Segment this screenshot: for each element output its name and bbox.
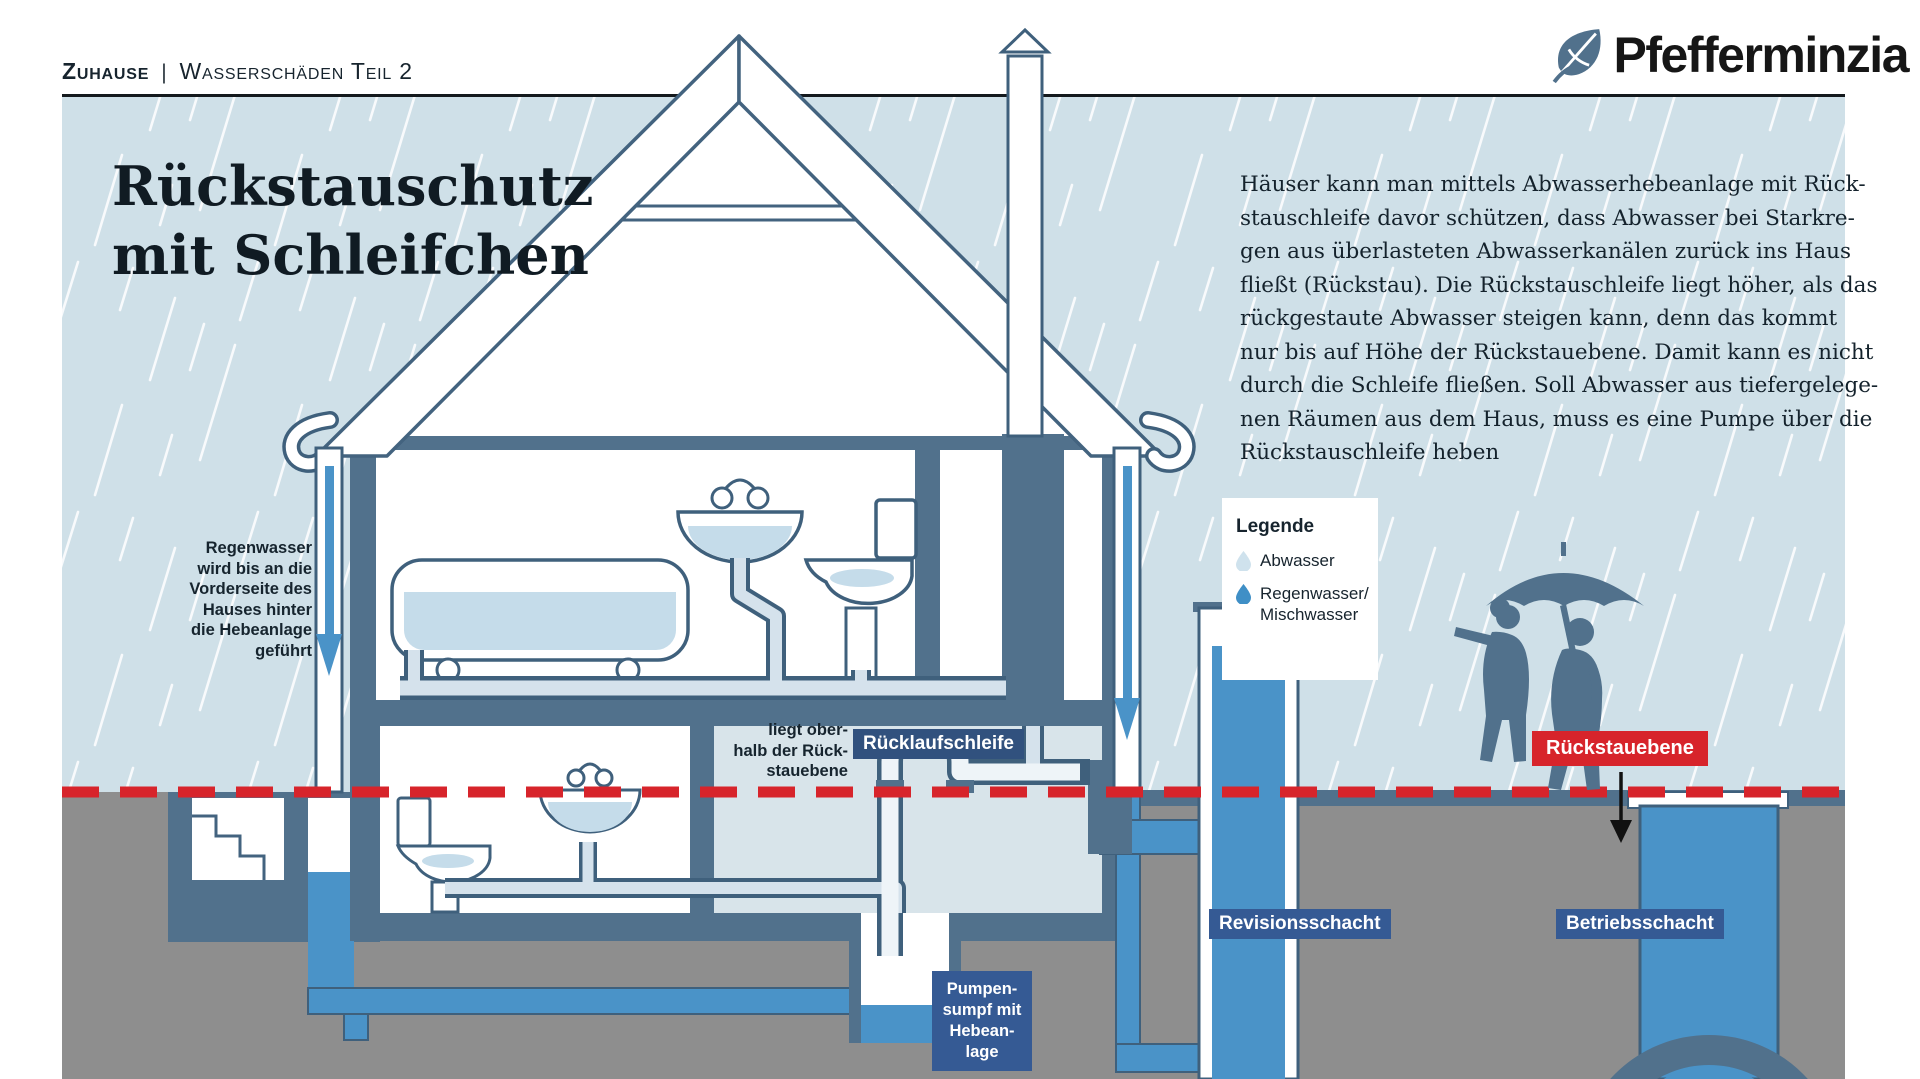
- sewer-pipe-water: [1663, 1068, 1755, 1079]
- rain-standpipe-water: [308, 872, 354, 990]
- right-flow-arrow: [1114, 698, 1140, 740]
- logo-wordmark: Pfefferminzia: [1613, 27, 1910, 83]
- gutters-downpipes: [282, 411, 1196, 794]
- loop-position-annotation: liegt ober- halb der Rück- stauebene: [733, 721, 848, 780]
- operation-shaft-badge: Betriebsschacht: [1556, 909, 1724, 939]
- pipe-chase: [1002, 434, 1064, 726]
- toilet-basement: [395, 796, 492, 914]
- page-title: Rückstauschutz mit Schleifchen: [112, 154, 594, 287]
- breadcrumb-separator: |: [161, 61, 168, 84]
- intro-paragraph: Häuser kann man mittels Abwasserhebeanla…: [1240, 172, 1879, 465]
- roof-truss: [617, 204, 861, 222]
- stair-room: [192, 798, 284, 880]
- roof: [314, 34, 1164, 458]
- left-wall: [350, 434, 376, 700]
- attic-floor-slab: [350, 436, 1128, 450]
- legend-item-regenwasser: Regenwasser/ Mischwasser: [1236, 583, 1369, 625]
- backflow-loop-badge: Rücklaufschleife: [853, 729, 1024, 759]
- inspection-shaft: [1193, 602, 1304, 1079]
- backflow-level-badge: Rückstauebene: [1532, 731, 1708, 766]
- stairs: [192, 814, 266, 880]
- rainwater-main-pipe: [307, 987, 869, 1015]
- washbasin-basement: [538, 762, 642, 834]
- breadcrumb: Zuhause | Wasserschäden Teil 2: [62, 58, 413, 85]
- series-label: Wasserschäden Teil 2: [179, 58, 413, 84]
- rain-standpipe: [308, 798, 354, 872]
- sewer-pipe-ring: [1610, 1035, 1808, 1079]
- publisher-logo: Pfefferminzia: [1448, 26, 1910, 84]
- operation-shaft: [1610, 791, 1808, 1079]
- left-flow-arrow: [316, 634, 342, 676]
- pump-sump-badge: Pumpen- sumpf mit Hebean- lage: [932, 971, 1032, 1071]
- bathtub: [390, 558, 690, 683]
- legend: Legende Abwasser Regenwasser/ Mischwasse…: [1222, 498, 1378, 680]
- pipe-junction: [343, 1013, 369, 1041]
- legend-label: Regenwasser/ Mischwasser: [1260, 584, 1369, 624]
- legend-label: Abwasser: [1260, 551, 1335, 570]
- abwasser-droplet-icon: [1236, 551, 1251, 571]
- vent-stack: [998, 27, 1052, 438]
- umbrella-icon: [1486, 573, 1644, 606]
- vent-cap: [998, 27, 1052, 54]
- section-label: Zuhause: [62, 58, 150, 84]
- inspection-shaft-badge: Revisionsschacht: [1209, 909, 1391, 939]
- legend-title: Legende: [1236, 516, 1315, 537]
- legend-item-abwasser: Abwasser: [1236, 550, 1364, 571]
- level-arrow: [1610, 772, 1632, 843]
- toilet-upper: [803, 498, 918, 680]
- header-rule: [62, 94, 1845, 98]
- rainwater-annotation: Regenwasser wird bis an die Vorderseite …: [189, 539, 312, 660]
- attic-interior: [390, 104, 1088, 450]
- upper-partition: [915, 448, 940, 700]
- pfefferminzia-leaf-icon: [1552, 29, 1601, 84]
- regenwasser-droplet-icon: [1236, 584, 1251, 604]
